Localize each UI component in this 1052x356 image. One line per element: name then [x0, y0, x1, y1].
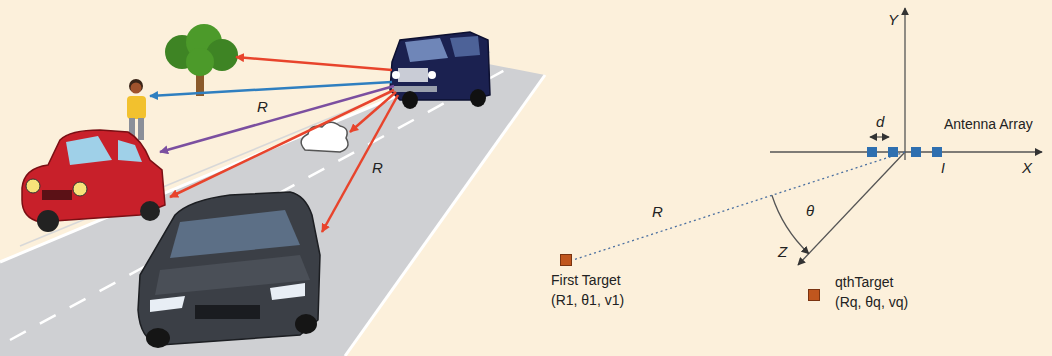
symbol-label: Z: [778, 244, 787, 260]
target-text-group: First Target(R1, θ1, v1): [551, 270, 624, 310]
symbol-label: I: [941, 160, 945, 176]
car-wheel: [295, 314, 317, 334]
angle-arc: [772, 195, 809, 253]
jeep-headlight: [392, 71, 400, 79]
radar-ray: [160, 86, 394, 152]
pedestrian-leg: [138, 118, 144, 140]
symbol-label: Y: [888, 12, 898, 28]
symbol-label: θ: [806, 203, 814, 219]
tree-canopy: [186, 48, 214, 76]
red-car: [22, 130, 165, 232]
jeep-window: [450, 36, 480, 57]
jeep-wheel: [402, 91, 418, 109]
target-label: qthTarget: [835, 272, 908, 292]
jeep-windshield: [405, 38, 448, 62]
car-wheel: [37, 210, 59, 232]
symbol-label: X: [1022, 160, 1032, 176]
car-headlight: [73, 182, 87, 196]
target-label: (R1, θ1, v1): [551, 290, 624, 310]
tree: [165, 24, 238, 96]
symbol-label: R: [257, 99, 268, 115]
car-wheel: [146, 328, 170, 348]
car-grille: [195, 305, 260, 319]
car-body: [138, 192, 320, 345]
car-headlight: [270, 283, 305, 300]
radar-ray: [150, 82, 392, 96]
jeep-wheel: [470, 89, 486, 107]
spacing-arrow: [870, 137, 889, 138]
antenna-element: [888, 147, 898, 157]
car-grille: [42, 190, 72, 200]
target-node: qthTarget(Rq, θq, vq): [808, 272, 908, 312]
jeep-headlight: [428, 71, 436, 79]
jeep-bumper: [392, 86, 437, 92]
pedestrian-head: [131, 83, 142, 94]
car-headlight: [150, 296, 185, 312]
radar-ray: [170, 90, 394, 197]
x-axis: [770, 151, 1042, 152]
symbol-label: d: [876, 114, 884, 130]
symbol-label: R: [372, 160, 383, 176]
antenna-element: [911, 147, 921, 157]
radar-ray: [322, 95, 398, 232]
pedestrian-shirt: [127, 96, 146, 119]
target-marker: [560, 254, 572, 266]
radar-jeep: [390, 32, 490, 109]
symbol-label: R: [652, 204, 663, 220]
cloud-obstacle: [301, 122, 348, 152]
radar-ray: [236, 57, 392, 70]
target-node: First Target(R1, θ1, v1): [551, 254, 624, 310]
target-marker: [808, 289, 820, 301]
car-wheel: [140, 201, 160, 221]
car-window: [118, 140, 142, 162]
road: [0, 62, 545, 356]
pedestrian-hair: [129, 79, 143, 93]
target-label: First Target: [551, 270, 624, 290]
pedestrian: [127, 79, 146, 140]
part-label: Antenna Array: [944, 116, 1033, 132]
grey-car: [138, 192, 320, 348]
jeep-grille: [398, 68, 428, 82]
target-label: (Rq, θq, vq): [835, 292, 908, 312]
road-edge: [0, 62, 478, 262]
range-line: [573, 152, 905, 260]
y-axis: [904, 8, 905, 160]
target-text-group: qthTarget(Rq, θq, vq): [835, 272, 908, 312]
car-window: [66, 136, 112, 165]
car-windshield: [170, 210, 300, 258]
antenna-element: [867, 147, 877, 157]
car-headlight: [26, 179, 40, 193]
car-body: [22, 130, 165, 222]
antenna-element: [932, 147, 942, 157]
road-edge: [345, 75, 545, 356]
